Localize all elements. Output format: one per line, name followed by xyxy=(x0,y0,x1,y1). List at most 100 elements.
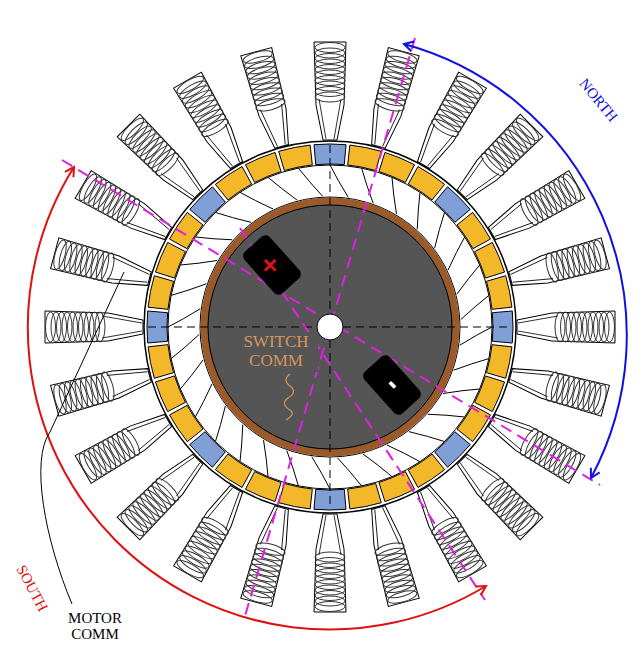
coil-lead xyxy=(509,257,549,274)
commutator-segment xyxy=(190,187,226,223)
pole-label: NORTH xyxy=(575,75,620,124)
coil-lead xyxy=(383,506,400,546)
coil-winding xyxy=(197,519,228,543)
coil-winding xyxy=(513,115,541,143)
commutator-segment xyxy=(408,454,444,487)
coil-winding xyxy=(183,543,214,567)
coil-winding xyxy=(452,78,483,102)
commutator-wire xyxy=(363,454,392,477)
coil-winding xyxy=(242,48,274,65)
coil-tooth xyxy=(484,171,585,248)
part-label: SWITCH COMM xyxy=(234,332,318,371)
commutator-segment xyxy=(245,152,281,182)
commutator-wire xyxy=(330,165,348,197)
coil xyxy=(314,514,346,612)
coil-winding xyxy=(200,116,231,140)
coil-winding xyxy=(315,602,345,612)
coil-lead xyxy=(172,158,205,191)
commutator-wire xyxy=(392,177,396,214)
coil-lead xyxy=(107,365,147,382)
coil xyxy=(75,407,176,484)
coil-lead xyxy=(466,452,499,485)
coil-tooth xyxy=(517,311,615,343)
coil-lead xyxy=(427,132,453,170)
coil-winding xyxy=(560,172,584,203)
coil-winding xyxy=(432,111,463,135)
coil-lead xyxy=(495,216,533,242)
pole-label: SOUTH xyxy=(13,562,51,614)
commutator-segment xyxy=(190,432,226,468)
commutator-wire xyxy=(417,192,420,229)
coil xyxy=(241,48,297,151)
coil-winding xyxy=(86,446,110,477)
coil-lead xyxy=(427,484,453,522)
commutator-wire xyxy=(180,261,217,265)
coil xyxy=(410,481,487,582)
coil-lead xyxy=(383,108,400,148)
coil-winding xyxy=(443,538,474,562)
coil-tooth xyxy=(51,360,154,416)
coil-winding xyxy=(546,180,570,211)
commutator-segment xyxy=(457,405,490,441)
coil-winding xyxy=(605,312,615,342)
coil-tooth xyxy=(363,48,419,151)
commutator-segment xyxy=(408,167,444,200)
part-label: MOTOR COMM xyxy=(60,610,130,643)
commutator-wire xyxy=(264,440,268,477)
coil-winding xyxy=(387,48,419,65)
coil-tooth xyxy=(75,407,176,484)
commutator-wire xyxy=(171,284,206,296)
coil-lead xyxy=(161,452,194,485)
brush-negative xyxy=(361,353,424,417)
coil-winding xyxy=(387,588,419,605)
coil-lead xyxy=(127,216,165,242)
coil-winding xyxy=(175,73,206,97)
coil-winding xyxy=(119,427,143,458)
commutator-wire xyxy=(443,389,480,393)
coil-lead xyxy=(161,169,194,202)
commutator-segment xyxy=(245,472,281,502)
coil-tooth xyxy=(117,448,209,540)
coil-winding xyxy=(591,384,608,416)
commutator-wire xyxy=(298,168,322,196)
coil-winding xyxy=(560,451,584,482)
coil-lead xyxy=(172,463,205,496)
coil-ring xyxy=(45,42,615,612)
coil-lead xyxy=(206,484,232,522)
coil xyxy=(75,171,176,248)
coil xyxy=(484,171,585,248)
coil-tooth xyxy=(75,171,176,248)
coil-winding xyxy=(452,552,483,576)
coil-tooth xyxy=(45,311,143,343)
brush-axis-line xyxy=(240,228,485,600)
coil-lead xyxy=(518,316,558,323)
coil-lead xyxy=(275,104,292,144)
coil-winding xyxy=(242,588,274,605)
coil xyxy=(45,311,143,343)
coil-winding xyxy=(432,519,463,543)
coil xyxy=(410,72,487,173)
coil-lead xyxy=(111,257,151,274)
coil-lead xyxy=(334,99,341,139)
commutator-segment xyxy=(435,187,471,223)
coil-lead xyxy=(334,515,341,555)
coil-winding xyxy=(555,175,579,206)
coil-tooth xyxy=(174,72,251,173)
coil-lead xyxy=(466,169,499,202)
coil-tooth xyxy=(363,503,419,606)
coil-winding xyxy=(510,507,538,535)
commutator-wire xyxy=(171,334,199,358)
commutator-wire xyxy=(195,384,212,417)
commutator-wire xyxy=(428,414,465,417)
coil-lead xyxy=(509,380,549,397)
coil-winding xyxy=(122,507,150,535)
coil-winding xyxy=(178,78,209,102)
coil-tooth xyxy=(506,238,609,294)
commutator-wire xyxy=(435,212,445,248)
commutator-wire xyxy=(215,212,251,222)
coil-winding xyxy=(191,529,222,553)
coil-tooth xyxy=(241,503,297,606)
coil-lead xyxy=(518,331,558,338)
coil-tooth xyxy=(451,448,543,540)
